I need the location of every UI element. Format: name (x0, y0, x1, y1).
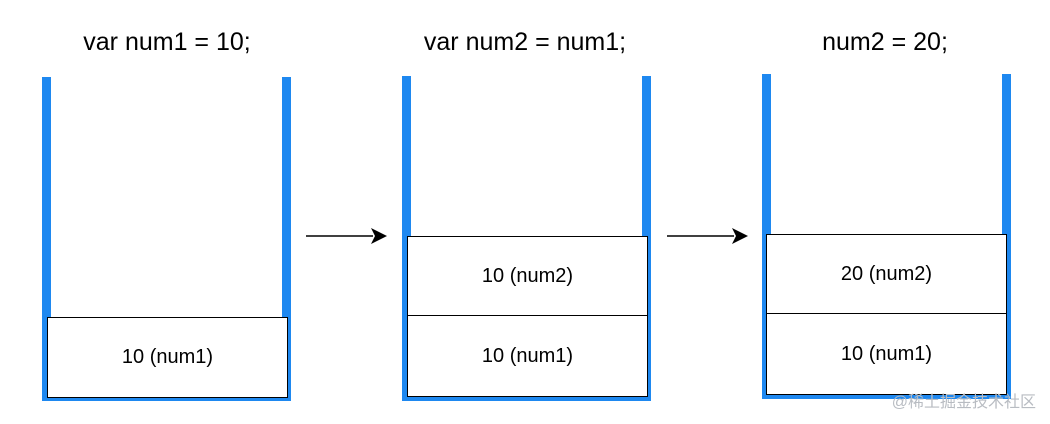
stack-1-left-wall (42, 77, 51, 400)
stack-3-cell-num2: 20 (num2) (766, 234, 1007, 315)
stack-2-cell-num2: 10 (num2) (407, 236, 648, 317)
stack-1-title: var num1 = 10; (83, 28, 251, 56)
arrow-right-icon (306, 228, 387, 244)
stack-1-right-wall (282, 77, 291, 400)
stack-2-left-wall (402, 76, 411, 400)
watermark: @稀土掘金技术社区 (891, 394, 1036, 411)
arrow-right-icon (667, 228, 748, 244)
stack-2-cell-num1: 10 (num1) (407, 315, 648, 397)
stack-3-title: num2 = 20; (822, 28, 948, 56)
stack-3-cell-num1: 10 (num1) (766, 313, 1007, 395)
stack-1-cell-num1: 10 (num1) (47, 317, 288, 398)
stack-2-title: var num2 = num1; (423, 28, 627, 56)
stack-1-floor (42, 396, 291, 401)
stack-2-floor (402, 396, 651, 401)
stack-3-floor (762, 394, 1011, 399)
